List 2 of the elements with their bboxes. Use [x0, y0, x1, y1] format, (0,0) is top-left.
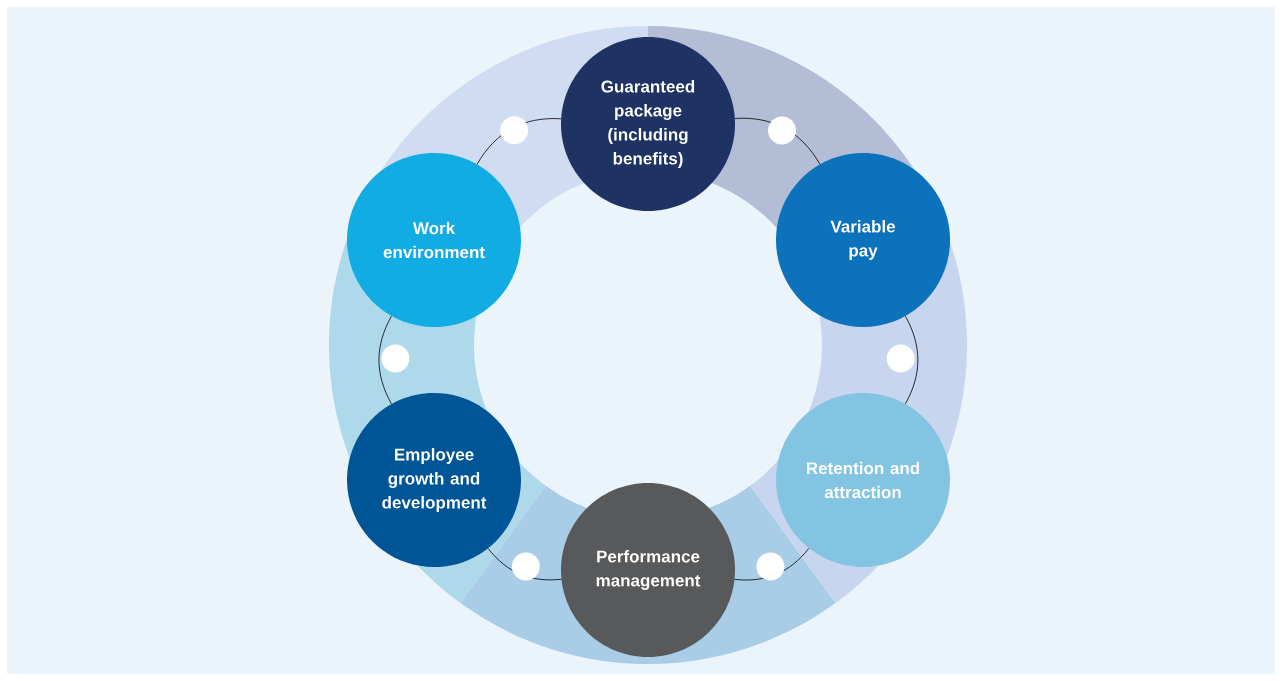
- connector-line: [905, 315, 919, 405]
- connector-line: [378, 315, 392, 405]
